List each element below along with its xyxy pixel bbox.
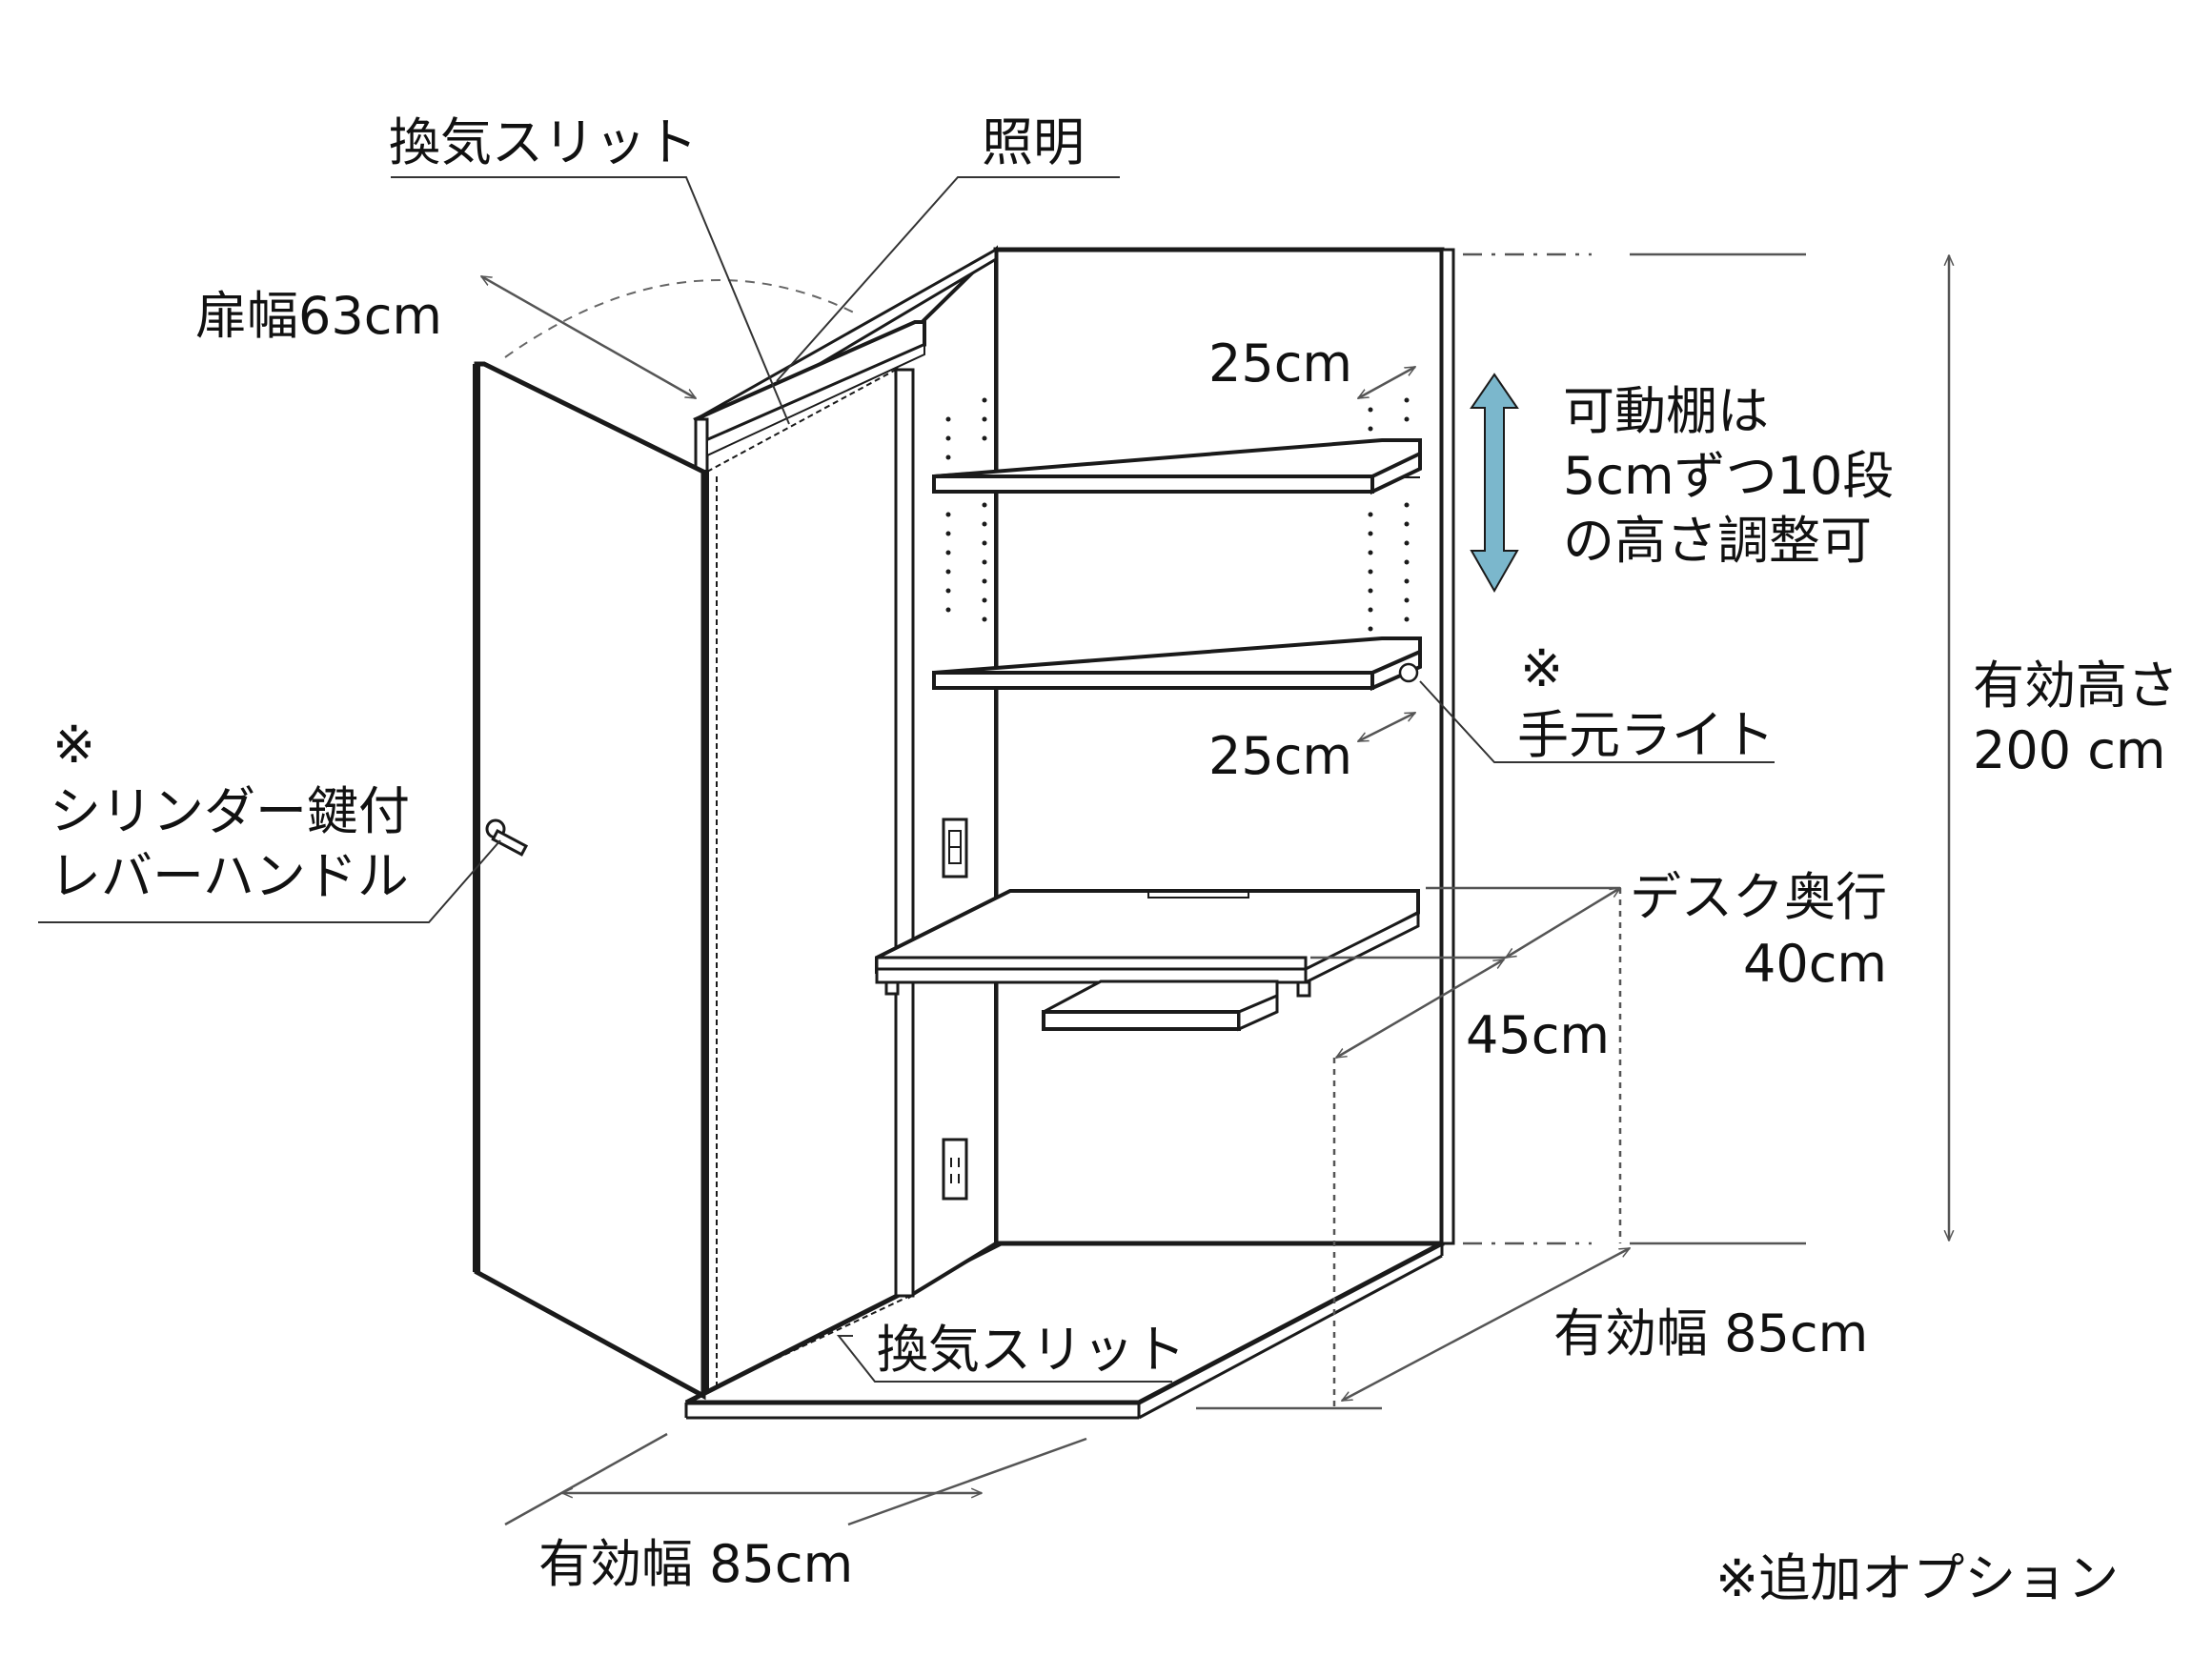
vent-top-label: 換気スリット <box>389 112 698 172</box>
shelf-lower <box>932 636 1422 692</box>
lock-mark: ※ <box>52 715 95 775</box>
shelf-gap-bottom-label: 25cm <box>1208 726 1352 786</box>
door-width-label: 扉幅63cm <box>195 286 442 346</box>
wall-outlet-upper <box>942 818 968 878</box>
labels: 換気スリット 照明 扉幅63cm 25cm 可動棚は 5cmずつ10段 の高さ調… <box>50 112 2179 1608</box>
desk-depth-label-line2: 40cm <box>1743 934 1887 994</box>
width-front-label: 有効幅 85cm <box>538 1534 853 1594</box>
width-right-label: 有効幅 85cm <box>1553 1303 1868 1363</box>
height-label-line2: 200 cm <box>1973 720 2166 780</box>
adjustable-note-line1: 可動棚は <box>1563 381 1769 441</box>
lock-label-line2: レバーハンドル <box>50 846 409 906</box>
adjust-arrow-icon <box>1470 373 1519 594</box>
desk-depth-label-line1: デスク奥行 <box>1630 867 1887 927</box>
door-panel <box>473 361 706 1401</box>
hand-light-fixture <box>1398 662 1419 683</box>
desk-height-label: 45cm <box>1466 1005 1610 1065</box>
hand-light-mark: ※ <box>1520 638 1563 698</box>
height-label-line1: 有効高さ <box>1973 656 2179 716</box>
door-handle[interactable] <box>485 818 529 857</box>
left-wall <box>693 245 998 1300</box>
shelf-pin-holes <box>945 397 1410 632</box>
hand-light-label: 手元ライト <box>1517 705 1775 765</box>
front-frame <box>694 369 911 1393</box>
wall-outlet-lower <box>942 1138 968 1201</box>
adjustable-note-line3: の高さ調整可 <box>1563 511 1872 571</box>
lock-label-line1: シリンダー鍵付 <box>50 781 410 841</box>
keyboard-tray <box>1042 979 1279 1032</box>
shelf-gap-top-label: 25cm <box>1208 333 1352 394</box>
vent-bottom-label: 換気スリット <box>877 1320 1186 1380</box>
adjustable-note-line2: 5cmずつ10段 <box>1563 446 1894 506</box>
shelf-upper <box>932 438 1422 495</box>
lighting-label: 照明 <box>982 112 1085 172</box>
leader-lines <box>38 176 1775 1383</box>
desk <box>875 889 1420 998</box>
dimension-lines <box>481 252 1949 1526</box>
option-note: ※追加オプション <box>1715 1548 2119 1608</box>
